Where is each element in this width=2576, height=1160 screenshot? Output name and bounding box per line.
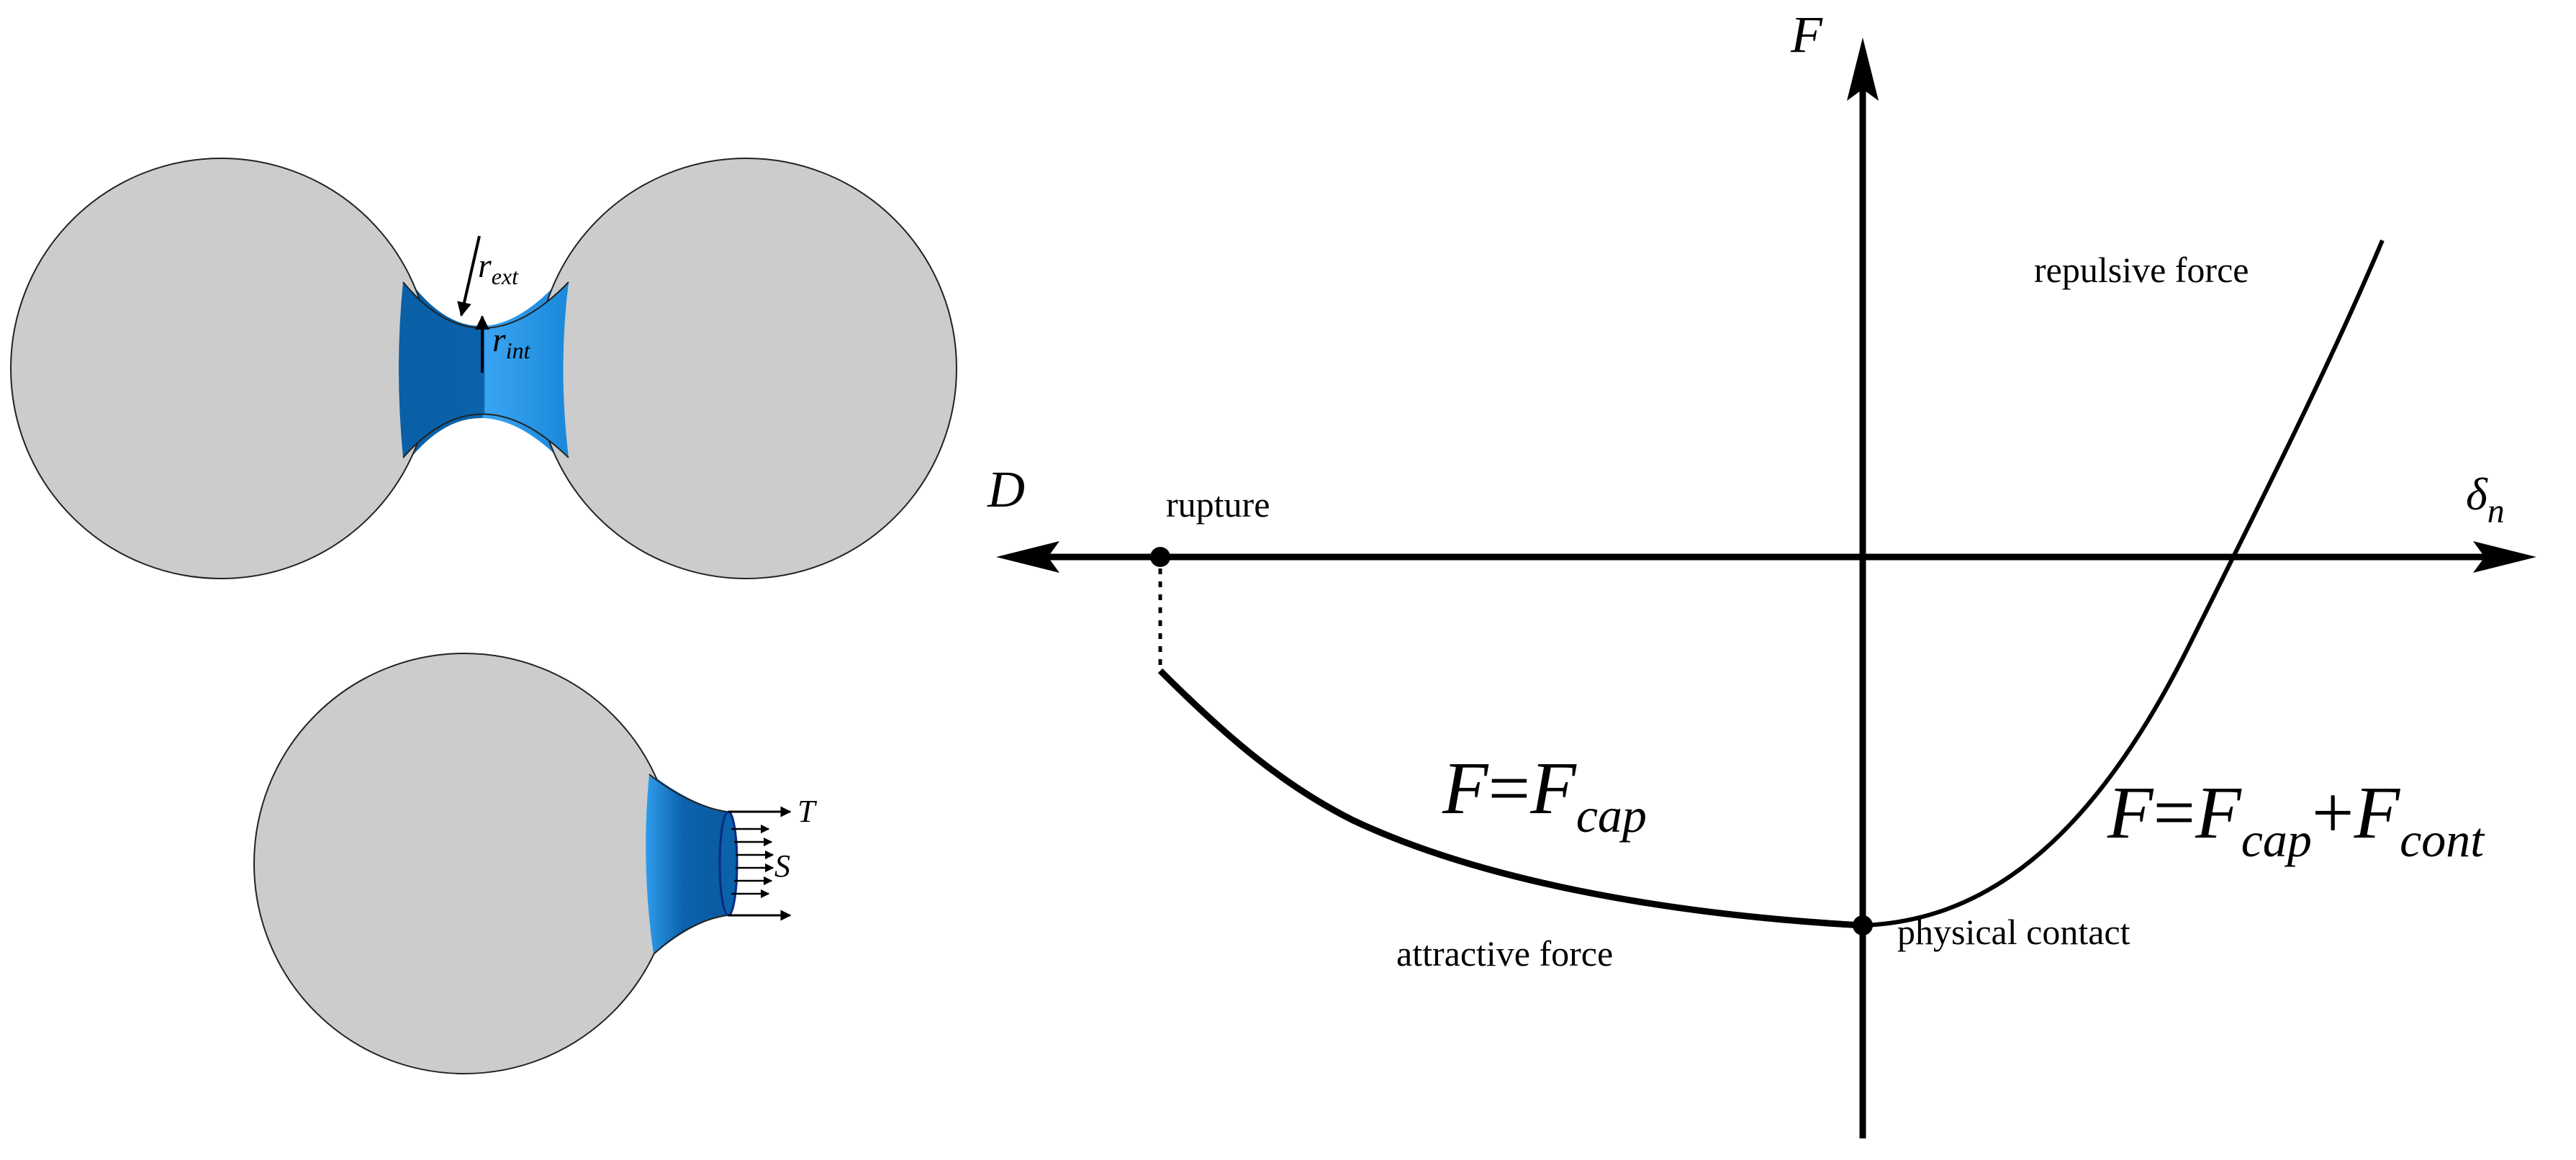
y-axis-arrowhead: [1847, 37, 1879, 101]
cut-bridge-front: [646, 774, 727, 954]
attractive-label: attractive force: [1396, 933, 1613, 974]
r-ext-arrow: [457, 235, 481, 317]
cut-section: [718, 810, 738, 917]
contact-point: [1853, 915, 1873, 935]
equation-total: F=Fcap+Fcont: [2107, 771, 2485, 867]
left-sphere: [10, 158, 432, 579]
equation-capillary: F=Fcap: [1442, 747, 1647, 843]
single-sphere: [253, 653, 675, 1074]
s-label: S: [774, 848, 790, 884]
meniscus-lower: [402, 413, 569, 458]
contact-label: physical contact: [1897, 912, 2130, 952]
rupture-point: [1150, 547, 1170, 567]
bottom-figure: T S: [253, 653, 818, 1074]
contact-force-curve: [1862, 239, 2385, 928]
r-ext-label: rext: [478, 247, 519, 289]
x-right-label: δn: [2466, 468, 2505, 530]
repulsive-label: repulsive force: [2034, 250, 2249, 290]
capillary-force-curve: [1157, 668, 1863, 929]
top-figure: rext rint: [10, 158, 957, 579]
y-axis-label: F: [1790, 6, 1823, 63]
right-sphere: [535, 158, 957, 579]
r-int-label: rint: [492, 321, 531, 363]
t-label: T: [797, 794, 818, 829]
rupture-label: rupture: [1166, 484, 1270, 525]
x-axis-right-arrowhead: [2473, 541, 2536, 573]
x-left-label: D: [987, 461, 1025, 518]
force-graph: F D δn rupture repulsive force attractiv…: [987, 6, 2536, 1138]
x-axis-left-arrowhead: [996, 541, 1059, 573]
